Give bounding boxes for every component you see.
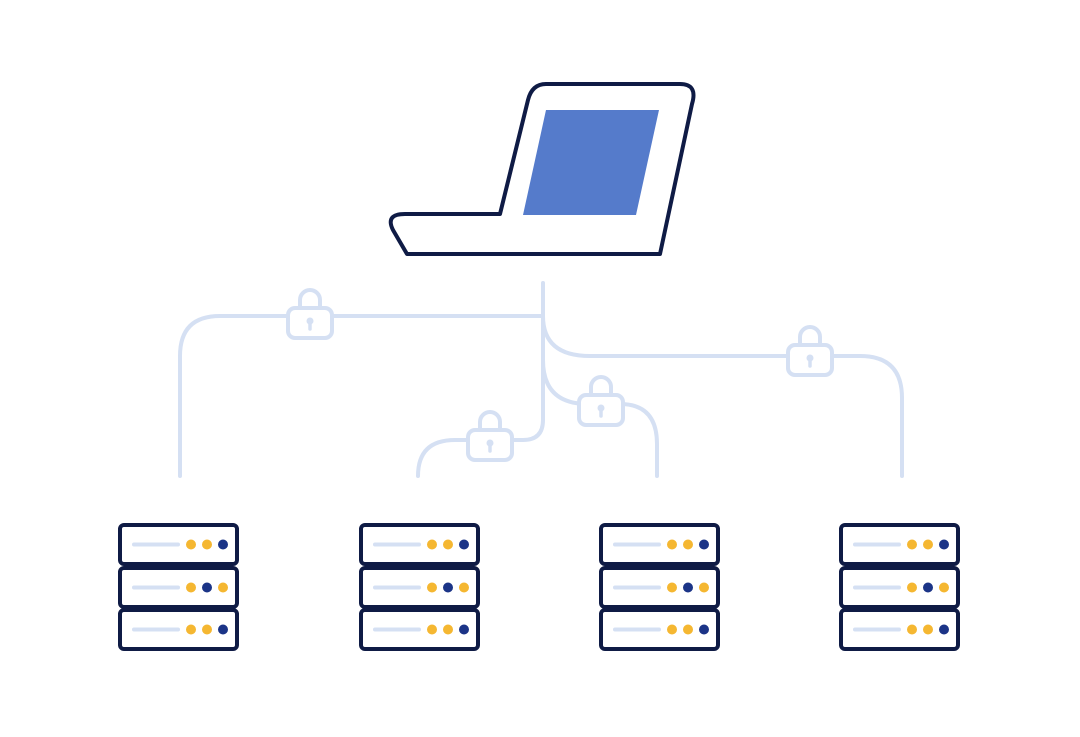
padlock-shackle [478,410,502,433]
status-led-navy [939,539,949,550]
server-unit [359,523,480,566]
padlock-icon [466,410,514,462]
status-led-navy [683,582,693,593]
status-led-yellow [923,539,933,550]
connection-line-server-4 [541,314,904,478]
server-rack-icon [839,523,960,651]
server-rack-icon [599,523,720,651]
status-led-yellow [202,539,212,550]
connection-line-server-2 [416,418,545,478]
server-rack-icon [118,523,239,651]
server-unit [118,608,239,651]
padlocks [286,288,834,462]
status-led-yellow [907,582,917,593]
server-unit [359,608,480,651]
server-unit [839,523,960,566]
status-led-navy [939,624,949,635]
status-led-yellow [699,582,709,593]
server-unit [359,566,480,609]
padlock-icon [286,288,334,340]
status-led-yellow [427,624,437,635]
padlock-shackle [589,375,613,398]
status-led-navy [218,624,228,635]
status-led-yellow [667,539,677,550]
status-led-yellow [683,624,693,635]
status-led-yellow [218,582,228,593]
status-led-navy [699,624,709,635]
status-led-yellow [459,582,469,593]
status-led-navy [699,539,709,550]
status-led-yellow [186,624,196,635]
status-led-yellow [443,624,453,635]
status-led-navy [202,582,212,593]
server-unit [599,566,720,609]
status-led-navy [459,539,469,550]
status-led-navy [459,624,469,635]
status-led-yellow [202,624,212,635]
server-unit [118,566,239,609]
padlock-icon [577,375,625,427]
server-unit [599,608,720,651]
status-led-yellow [923,624,933,635]
status-led-yellow [667,624,677,635]
laptop-icon [388,82,696,256]
status-led-navy [923,582,933,593]
server-rack-icon [359,523,480,651]
server-unit [839,608,960,651]
status-led-navy [218,539,228,550]
status-led-yellow [186,539,196,550]
status-led-yellow [667,582,677,593]
status-led-yellow [907,539,917,550]
status-led-yellow [427,582,437,593]
status-led-yellow [427,539,437,550]
server-unit [599,523,720,566]
laptop-screen [523,110,659,215]
padlock-shackle [798,325,822,348]
padlock-shackle [298,288,322,311]
status-led-navy [443,582,453,593]
connection-line-server-1 [178,314,545,478]
padlock-icon [786,325,834,377]
connection-lines [178,281,904,478]
status-led-yellow [443,539,453,550]
server-racks [118,523,960,651]
status-led-yellow [683,539,693,550]
server-unit [839,566,960,609]
status-led-yellow [186,582,196,593]
server-unit [118,523,239,566]
status-led-yellow [907,624,917,635]
status-led-yellow [939,582,949,593]
